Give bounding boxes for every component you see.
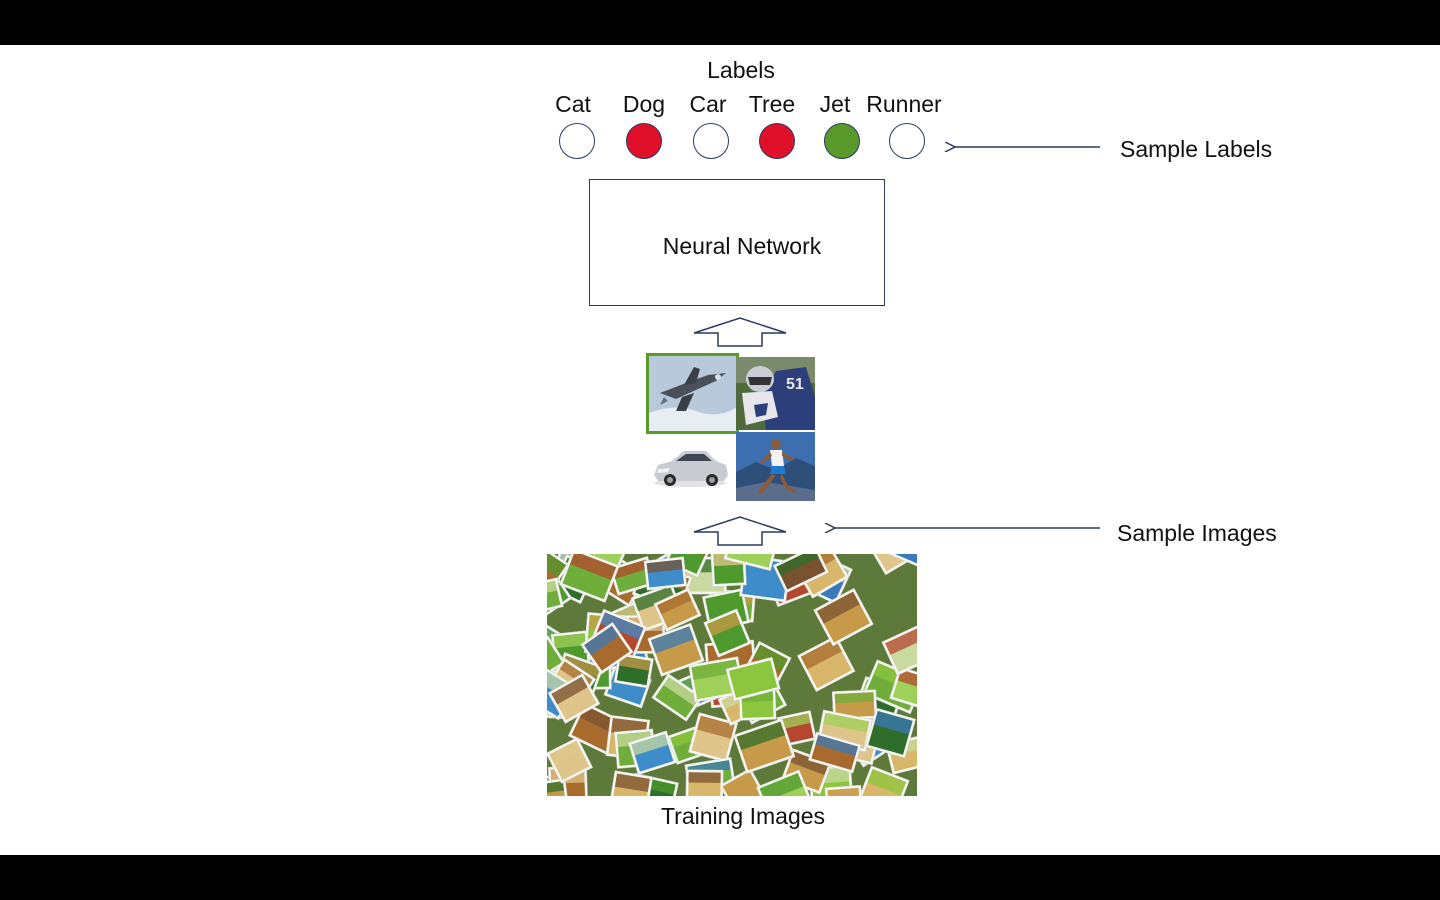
sample-image-runner	[736, 432, 815, 501]
sample-image-football-player: 51	[736, 357, 815, 430]
label-name-runner: Runner	[866, 91, 942, 117]
block-arrow-to-network	[693, 317, 787, 347]
training-images-label: Training Images	[660, 803, 826, 829]
label-circle-cat	[559, 123, 595, 159]
training-images-collage	[547, 554, 917, 796]
label-name-jet: Jet	[819, 91, 851, 117]
sample-images-text: Sample Images	[1117, 520, 1277, 546]
neural-network-label: Neural Network	[662, 233, 822, 259]
sample-image-car	[650, 443, 730, 491]
labels-heading: Labels	[707, 57, 775, 83]
block-arrow-to-samples	[693, 516, 787, 546]
label-circle-car	[693, 123, 729, 159]
slide: Labels Cat Dog Car Tree Jet Runner Neura…	[0, 45, 1440, 855]
sample-labels-text: Sample Labels	[1120, 136, 1273, 162]
label-name-cat: Cat	[555, 91, 591, 117]
label-name-tree: Tree	[748, 91, 796, 117]
diagram-arrows	[693, 45, 1100, 546]
label-circle-dog	[626, 123, 662, 159]
label-circle-tree	[759, 123, 795, 159]
label-name-dog: Dog	[622, 91, 666, 117]
svg-text:51: 51	[786, 376, 804, 393]
sample-image-jet	[646, 353, 739, 434]
label-circle-runner	[889, 123, 925, 159]
neural-network-box	[589, 179, 885, 306]
label-name-car: Car	[689, 91, 727, 117]
label-circle-jet	[824, 123, 860, 159]
